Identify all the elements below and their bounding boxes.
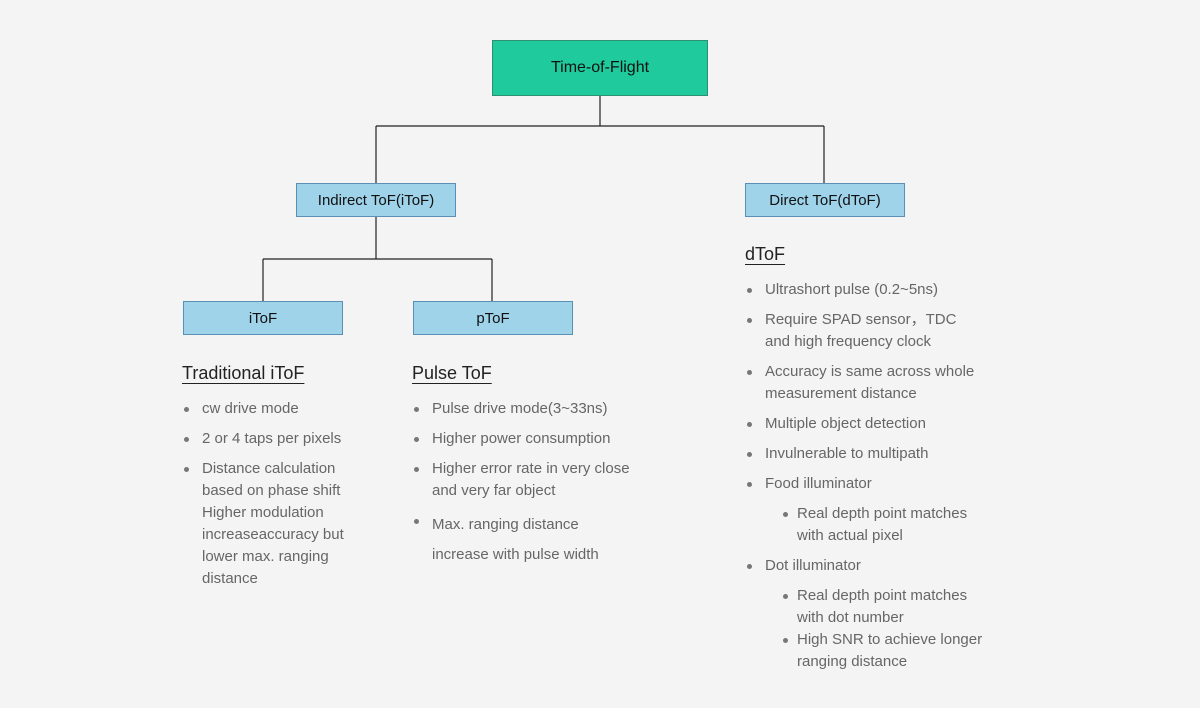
node-direct-tof: Direct ToF(dToF) bbox=[745, 183, 905, 217]
node-ptof: pToF bbox=[413, 301, 573, 335]
list-item: 2 or 4 taps per pixels bbox=[182, 428, 382, 450]
node-time-of-flight: Time-of-Flight bbox=[492, 40, 708, 96]
list-item: Ultrashort pulse (0.2~5ns) bbox=[745, 279, 1005, 301]
section-title: Pulse ToF bbox=[412, 363, 492, 383]
sub-list-item: Real depth point matches with dot number bbox=[765, 585, 997, 629]
section-pulse-tof: Pulse ToF Pulse drive mode(3~33ns) Highe… bbox=[412, 360, 652, 578]
list-item: Dot illuminator Real depth point matches… bbox=[745, 555, 1005, 673]
list-item: Higher error rate in very close and very… bbox=[412, 458, 632, 502]
sub-list-item: High SNR to achieve longer ranging dista… bbox=[765, 629, 997, 673]
section-title: Traditional iToF bbox=[182, 363, 305, 383]
sub-bullet-list: Real depth point matches with actual pix… bbox=[765, 503, 1005, 547]
node-itof: iToF bbox=[183, 301, 343, 335]
bullet-list: Pulse drive mode(3~33ns) Higher power co… bbox=[412, 398, 652, 570]
section-dtof: dToF Ultrashort pulse (0.2~5ns) Require … bbox=[745, 241, 1005, 681]
list-item: Accuracy is same across whole measuremen… bbox=[745, 361, 990, 405]
list-item: Max. ranging distance increase with puls… bbox=[412, 510, 632, 570]
sub-list-item: Real depth point matches with actual pix… bbox=[765, 503, 997, 547]
list-item: Higher power consumption bbox=[412, 428, 652, 450]
sub-bullet-list: Real depth point matches with dot number… bbox=[765, 585, 1005, 673]
list-item: Invulnerable to multipath bbox=[745, 443, 1005, 465]
list-item: Distance calculation based on phase shif… bbox=[182, 458, 367, 590]
list-item: Food illuminator Real depth point matche… bbox=[745, 473, 1005, 547]
section-title: dToF bbox=[745, 244, 786, 264]
list-item: cw drive mode bbox=[182, 398, 382, 420]
section-traditional-itof: Traditional iToF cw drive mode 2 or 4 ta… bbox=[182, 360, 382, 598]
list-item: Pulse drive mode(3~33ns) bbox=[412, 398, 652, 420]
bullet-list: cw drive mode 2 or 4 taps per pixels Dis… bbox=[182, 398, 382, 590]
bullet-list: Ultrashort pulse (0.2~5ns) Require SPAD … bbox=[745, 279, 1005, 673]
list-item: Require SPAD sensor，TDC and high frequen… bbox=[745, 309, 980, 353]
list-item: Multiple object detection bbox=[745, 413, 1005, 435]
node-indirect-tof: Indirect ToF(iToF) bbox=[296, 183, 456, 217]
